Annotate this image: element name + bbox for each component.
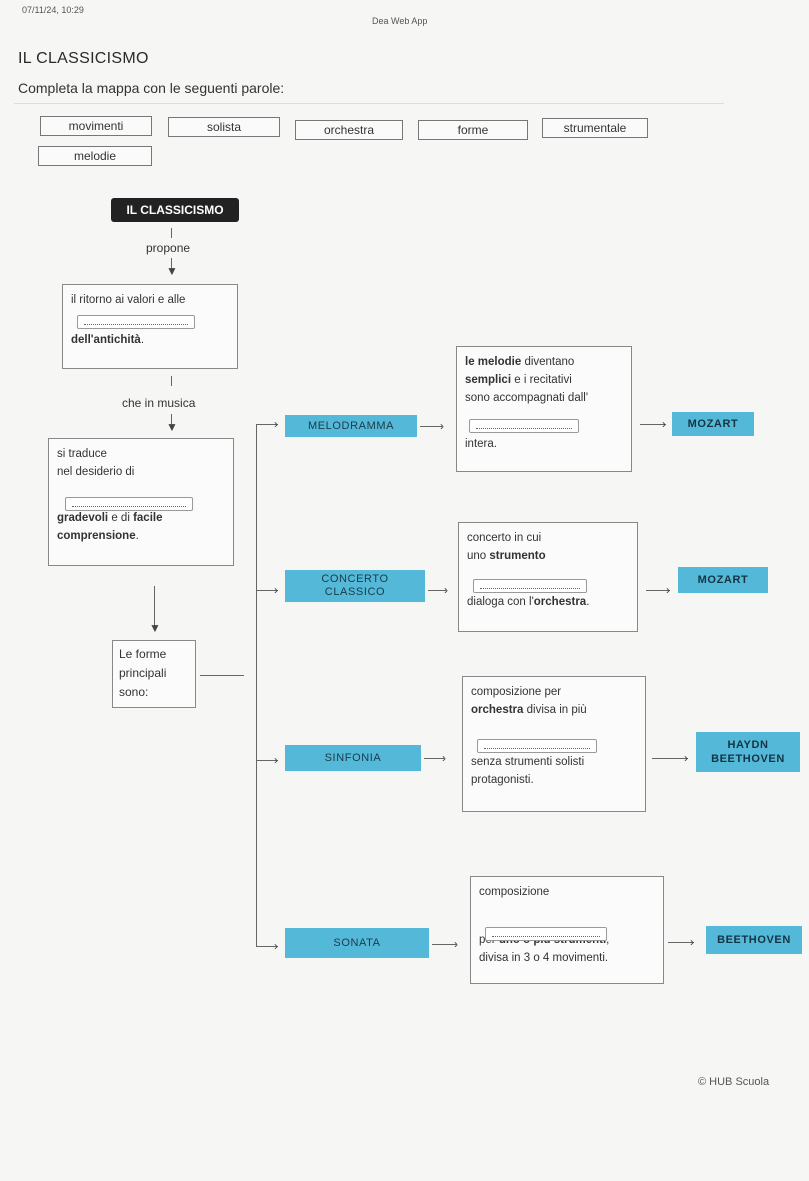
connector — [420, 426, 442, 427]
connector — [256, 760, 278, 761]
box-text: nel desiderio di — [57, 466, 135, 478]
box-text: orchestra divisa in più — [471, 704, 587, 716]
box-text: sono: — [119, 685, 149, 699]
app-name: Dea Web App — [372, 16, 428, 26]
connector — [171, 414, 172, 426]
connector — [640, 424, 666, 425]
composer-badge: HAYDN BEETHOVEN — [696, 732, 800, 772]
arrow-right-icon: › — [684, 751, 688, 765]
divider — [14, 103, 724, 104]
box-text: gradevoli e di facile — [57, 512, 163, 524]
connector-label-che-in-musica: che in musica — [122, 396, 196, 410]
box-text: comprensione. — [57, 530, 139, 542]
answer-blank[interactable] — [77, 315, 195, 329]
answer-blank[interactable] — [469, 419, 579, 433]
box-text: principali — [119, 666, 167, 680]
arrow-right-icon: › — [662, 417, 666, 431]
arrow-right-icon: › — [274, 417, 278, 431]
answer-blank[interactable] — [477, 739, 597, 753]
arrow-right-icon: › — [274, 753, 278, 767]
composer-name: BEETHOVEN — [711, 753, 785, 765]
composer-badge: MOZART — [678, 567, 768, 593]
arrow-down-icon: ▼ — [166, 420, 178, 434]
arrow-right-icon: › — [666, 583, 670, 597]
form-label-line: CLASSICO — [324, 586, 386, 598]
page-title: IL CLASSICISMO — [18, 50, 149, 67]
box-text: divisa in 3 o 4 movimenti. — [479, 952, 609, 964]
copyright-footer: © HUB Scuola — [698, 1076, 770, 1088]
word-chip-movimenti[interactable]: movimenti — [40, 116, 152, 136]
box-text: le melodie diventano — [465, 356, 575, 368]
desc-box-sonata: composizione per uno o più strumenti, di… — [470, 876, 664, 984]
connector — [652, 758, 688, 759]
word-chip-melodie[interactable]: melodie — [38, 146, 152, 166]
box-text: intera. — [465, 438, 497, 450]
arrow-down-icon: ▼ — [166, 264, 178, 278]
connector — [171, 258, 172, 270]
form-label-sonata: SONATA — [285, 928, 429, 958]
print-timestamp: 07/11/24, 10:29 — [22, 5, 84, 15]
box-text: si traduce — [57, 448, 107, 460]
concept-box-forme: Le forme principali sono: — [112, 640, 196, 708]
box-text: composizione per — [471, 686, 562, 698]
arrow-right-icon: › — [690, 935, 694, 949]
connector — [646, 590, 670, 591]
desc-box-melodramma: le melodie diventano semplici e i recita… — [456, 346, 632, 472]
arrow-right-icon: › — [442, 751, 446, 765]
box-text: sono accompagnati dall' — [465, 392, 589, 404]
answer-blank[interactable] — [485, 927, 607, 941]
desc-box-concerto: concerto in cui uno strumento dialoga co… — [458, 522, 638, 632]
composer-name: MOZART — [697, 574, 749, 586]
box-text: Le forme — [119, 647, 167, 661]
connector — [171, 228, 172, 238]
connector — [256, 946, 278, 947]
connector — [428, 590, 446, 591]
map-root: IL CLASSICISMO — [111, 198, 239, 222]
box-text: protagonisti. — [471, 774, 534, 786]
composer-badge: BEETHOVEN — [706, 926, 802, 954]
connector-label-propone: propone — [146, 241, 191, 255]
connector — [256, 424, 278, 425]
form-label-line: CONCERTO — [321, 573, 389, 585]
concept-box-ideali: il ritorno ai valori e alle dell'antichi… — [62, 284, 238, 369]
arrow-down-icon: ▼ — [149, 621, 161, 635]
word-chip-forme[interactable]: forme — [418, 120, 528, 140]
arrow-right-icon: › — [444, 583, 448, 597]
box-text: concerto in cui — [467, 532, 542, 544]
answer-blank[interactable] — [65, 497, 193, 511]
composer-badge: MOZART — [672, 412, 754, 436]
instructions: Completa la mappa con le seguenti parole… — [18, 80, 285, 96]
connector — [424, 758, 444, 759]
desc-box-sinfonia: composizione per orchestra divisa in più… — [462, 676, 646, 812]
box-text: dell'antichità. — [71, 334, 145, 346]
composer-name: HAYDN — [727, 739, 769, 751]
connector — [200, 675, 244, 676]
box-text: senza strumenti solisti — [471, 756, 585, 768]
arrow-right-icon: › — [274, 939, 278, 953]
answer-blank[interactable] — [473, 579, 587, 593]
word-chip-orchestra[interactable]: orchestra — [295, 120, 403, 140]
box-text: il ritorno ai valori e alle — [71, 294, 186, 306]
connector — [668, 942, 694, 943]
connector — [432, 944, 456, 945]
concept-box-melodie: si traduce nel desiderio di gradevoli e … — [48, 438, 234, 566]
arrow-right-icon: › — [440, 419, 444, 433]
box-text: uno strumento — [467, 550, 546, 562]
arrow-right-icon: › — [274, 583, 278, 597]
form-label-sinfonia: SINFONIA — [285, 745, 421, 771]
box-text: semplici e i recitativi — [465, 374, 572, 386]
trunk-line — [256, 424, 257, 946]
connector — [256, 590, 278, 591]
arrow-right-icon: › — [454, 937, 458, 951]
word-chip-strumentale[interactable]: strumentale — [542, 118, 648, 138]
connector — [154, 586, 155, 626]
composer-name: BEETHOVEN — [717, 934, 791, 946]
composer-name: MOZART — [687, 418, 739, 430]
form-label-concerto-classico: CONCERTO CLASSICO — [285, 570, 425, 602]
box-text: composizione — [479, 886, 550, 898]
connector — [171, 376, 172, 386]
form-label-melodramma: MELODRAMMA — [285, 415, 417, 437]
box-text: dialoga con l'orchestra. — [467, 596, 590, 608]
word-chip-solista[interactable]: solista — [168, 117, 280, 137]
